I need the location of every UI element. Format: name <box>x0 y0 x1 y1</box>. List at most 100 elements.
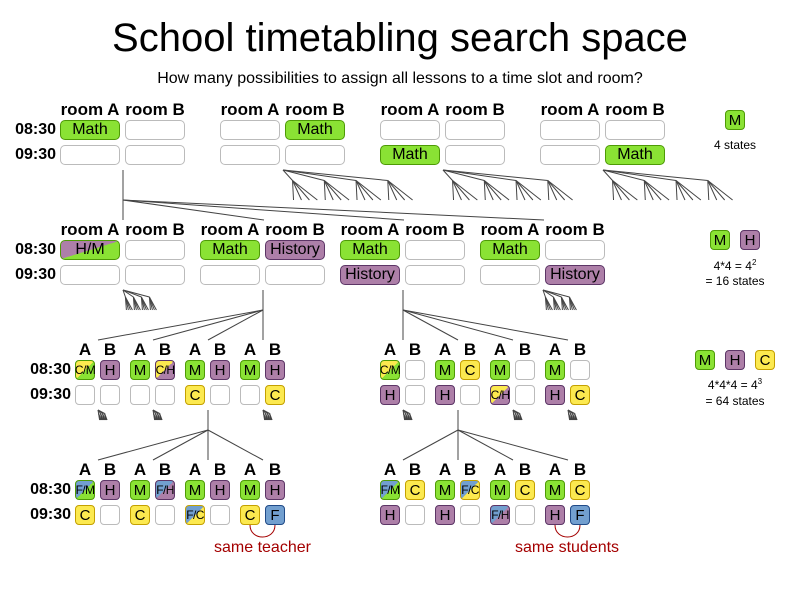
subtree-edge <box>572 413 576 421</box>
subtree-edge <box>292 180 318 201</box>
room-header: room B <box>545 220 605 239</box>
lesson-cell: Math <box>285 120 345 140</box>
lesson-cell: M <box>240 360 260 380</box>
subtree-edge <box>515 180 542 201</box>
subtree-edge <box>104 413 108 421</box>
conflict-label: F/C <box>186 508 204 522</box>
room-header: A <box>78 340 92 359</box>
tree-edge <box>97 309 264 341</box>
room-header: B <box>103 460 117 479</box>
lesson-cell: C <box>460 360 480 380</box>
conflict-label: H/M <box>75 241 105 258</box>
subtree-edge <box>323 180 334 201</box>
lesson-label: C <box>79 506 91 524</box>
subtree-edge <box>512 409 520 414</box>
lesson-label: C <box>464 361 476 379</box>
room-header: A <box>188 340 202 359</box>
subtree-edge <box>292 180 302 201</box>
empty-cell <box>380 120 440 140</box>
subtree-edge <box>405 413 409 421</box>
subtree-edge <box>292 180 310 201</box>
conflict-cell: C/M <box>75 360 96 380</box>
lesson-label: Math <box>212 241 248 258</box>
lesson-cell: H <box>740 230 760 250</box>
level3-states: = 64 states <box>705 394 765 408</box>
tree-edge <box>122 199 265 221</box>
lesson-cell: H <box>265 360 285 380</box>
conflict-label: F/H <box>156 483 174 497</box>
time-label: 08:30 <box>15 241 56 258</box>
lesson-label: H <box>729 351 741 369</box>
subtree-edge <box>282 169 325 181</box>
subtree-edge <box>602 169 645 181</box>
subtree-edge <box>515 180 534 201</box>
lesson-cell: History <box>545 265 605 285</box>
room-header: B <box>463 460 477 479</box>
empty-cell <box>125 120 185 140</box>
lesson-cell: H <box>265 480 285 500</box>
lesson-cell: C <box>240 505 260 525</box>
subtree-edge <box>355 180 382 201</box>
subtree-edge <box>552 296 561 311</box>
subtree-edge <box>403 413 407 421</box>
lesson-label: History <box>550 266 600 283</box>
room-header: A <box>188 460 202 479</box>
lesson-cell: H <box>210 360 230 380</box>
lesson-label: Math <box>72 121 108 138</box>
lesson-label: M <box>493 361 507 379</box>
level2-states: = 16 states <box>705 274 765 288</box>
subtree-edge <box>122 289 126 298</box>
conflict-label: F/M <box>380 483 400 497</box>
subtree-edge <box>547 180 566 201</box>
empty-cell <box>220 145 280 165</box>
subtree-edge <box>515 413 519 421</box>
lesson-cell: H <box>100 360 120 380</box>
empty-cell <box>75 385 95 405</box>
lesson-label: M <box>548 361 562 379</box>
subtree-edge <box>602 169 708 181</box>
empty-cell <box>605 120 665 140</box>
lesson-label: H <box>269 481 281 499</box>
lesson-cell: F <box>265 505 285 525</box>
subtree-edge <box>643 180 654 201</box>
same-teacher-label: same teacher <box>214 539 311 556</box>
subtree-edge <box>387 180 398 201</box>
tree-edge <box>402 309 514 341</box>
subtree-edge <box>282 169 293 181</box>
subtree-edge <box>140 296 149 311</box>
time-label: 09:30 <box>30 506 71 523</box>
lesson-label: History <box>345 266 395 283</box>
room-header: A <box>548 340 562 359</box>
lesson-cell: M <box>130 360 150 380</box>
subtree-edge <box>602 169 613 181</box>
lesson-label: F <box>270 506 280 524</box>
subtree-edge <box>643 180 646 201</box>
lesson-cell: Math <box>380 145 440 165</box>
same-students-label: same students <box>515 539 620 556</box>
exponent: 2 <box>751 258 757 267</box>
conflict-label: F/C <box>461 483 479 497</box>
conflict-cell: C/M <box>379 360 401 380</box>
lesson-label: H <box>549 506 561 524</box>
empty-cell <box>100 385 120 405</box>
room-header: room A <box>480 220 540 239</box>
tree-edge <box>457 429 569 461</box>
subtree-edge <box>452 180 470 201</box>
room-header: A <box>383 460 397 479</box>
room-header: B <box>573 460 587 479</box>
lesson-cell: H <box>380 385 400 405</box>
subtree-edge <box>612 180 615 201</box>
empty-cell <box>405 240 465 260</box>
subtree-edge <box>97 409 105 414</box>
room-header: B <box>213 460 227 479</box>
subtree-edge <box>282 169 388 181</box>
tree-edge <box>122 199 405 221</box>
subtree-edge <box>355 180 366 201</box>
conflict-cell: F/M <box>75 480 95 500</box>
subtree-edge <box>513 413 517 421</box>
conflict-label: C/M <box>379 363 401 377</box>
lesson-label: M <box>493 481 507 499</box>
room-header: room B <box>405 220 465 239</box>
room-header: room A <box>340 220 400 239</box>
empty-cell <box>125 145 185 165</box>
